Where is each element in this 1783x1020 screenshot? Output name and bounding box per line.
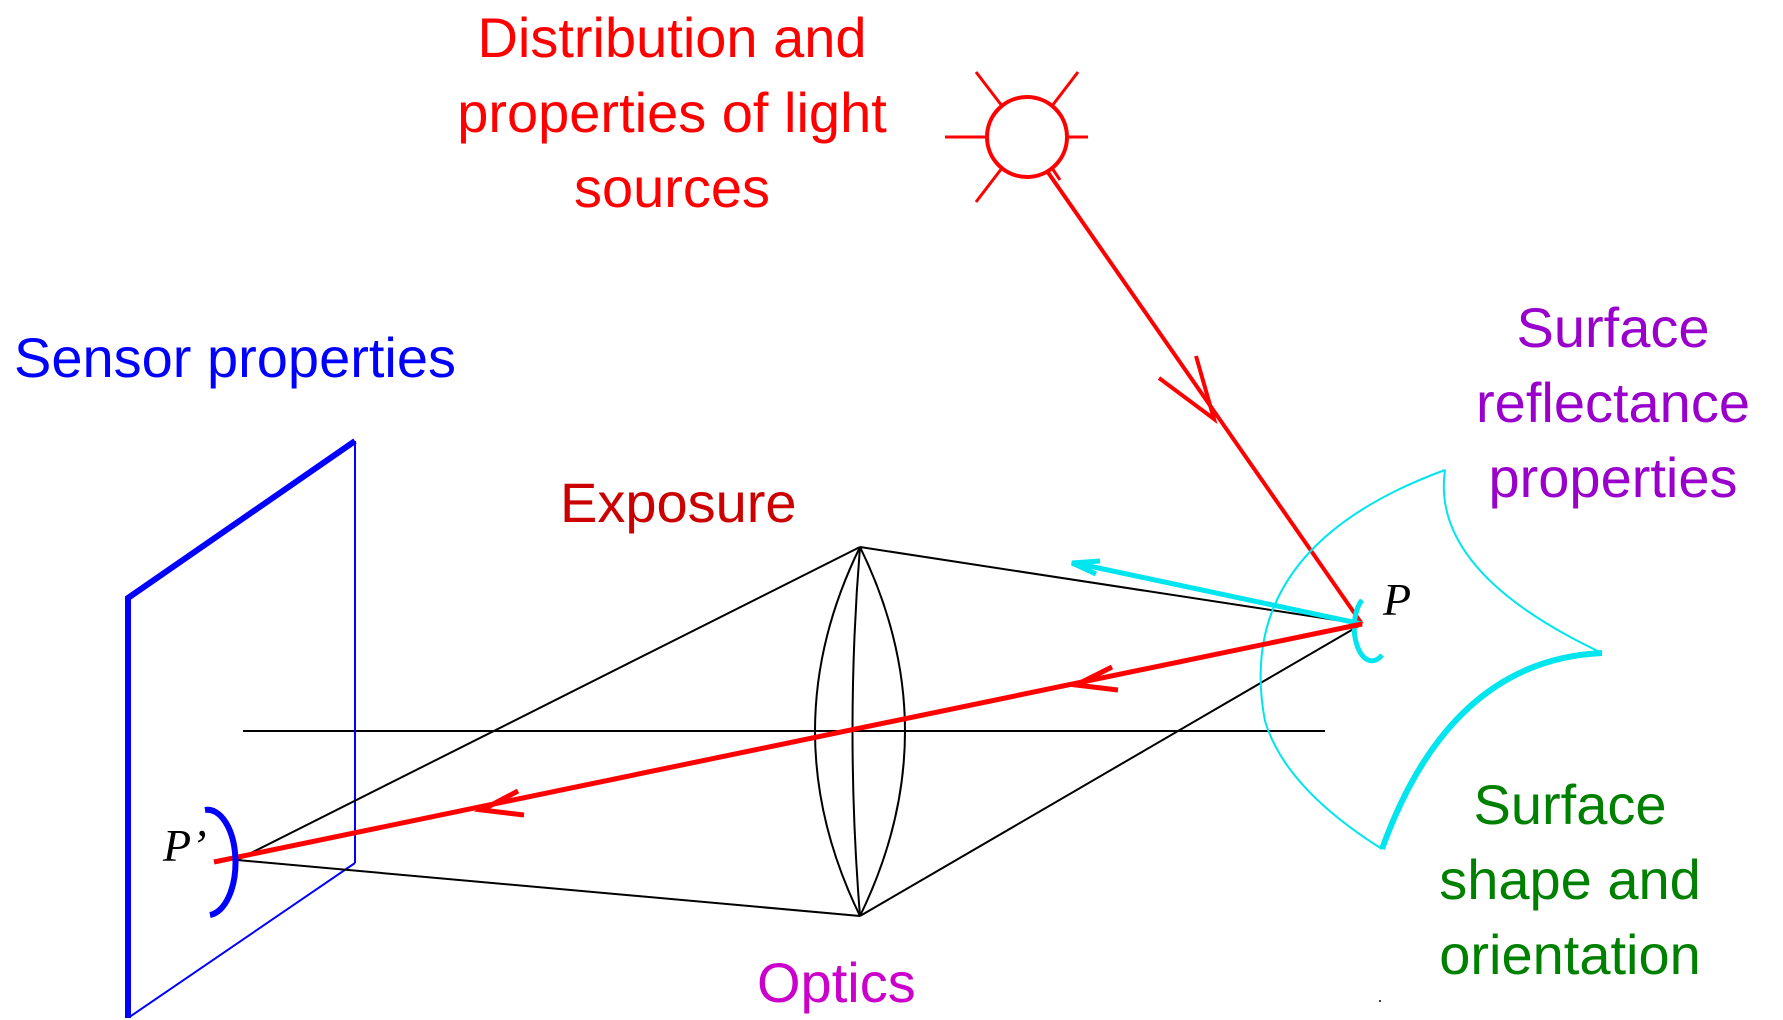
stray-dot [1379,1000,1381,1002]
scene-point-label: P [1383,574,1412,625]
reflectance-label-line3: properties [1488,446,1738,509]
incident-ray [1045,169,1364,626]
light-sources-label-line1: Distribution and [477,6,867,69]
sensor-properties-label: Sensor properties [14,326,457,389]
scene-point-orientation-icon [1351,598,1384,664]
image-ray [213,621,1363,865]
exposure-label: Exposure [560,471,797,534]
light-cone [236,546,1363,917]
image-point-orientation-icon [204,806,239,918]
reflectance-label: Surface reflectance properties [1448,290,1778,515]
surface-shape-label: Surface shape and orientation [1390,767,1750,992]
surface-patch [1259,469,1603,851]
image-point-label: P’ [163,820,207,871]
surface-shape-label-line3: orientation [1439,923,1701,986]
optics-label: Optics [757,951,916,1014]
reflected-ray [1070,558,1363,627]
light-sources-label-line2: properties of light [457,81,887,144]
light-sources-label: Distribution and properties of light sou… [412,0,932,225]
reflectance-label-line2: reflectance [1476,371,1750,434]
surface-shape-label-line2: shape and [1439,848,1701,911]
light-source-icon [945,71,1088,203]
reflectance-label-line1: Surface [1516,296,1710,359]
light-sources-label-line3: sources [573,156,771,219]
sensor-plane [125,438,357,1018]
surface-shape-label-line1: Surface [1473,773,1667,836]
